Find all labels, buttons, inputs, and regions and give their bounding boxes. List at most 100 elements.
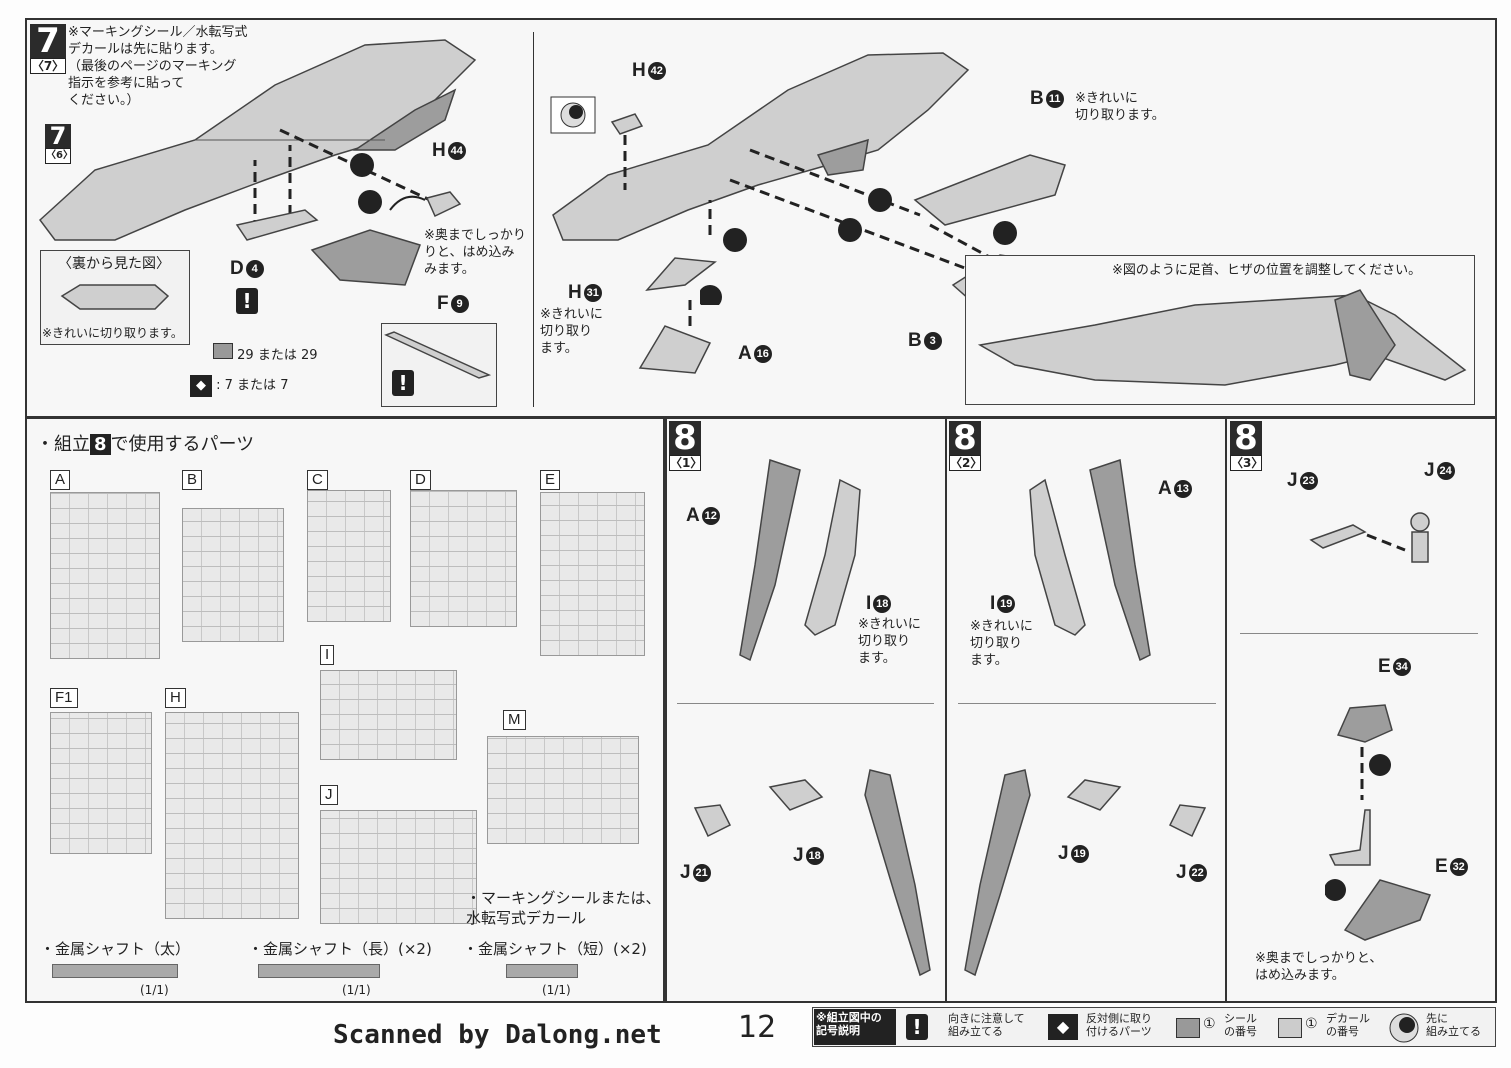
foot-assembly: [1325, 809, 1432, 941]
runner-d: [410, 490, 517, 627]
legend-text: デカール の番号: [1326, 1012, 1370, 1038]
runner-b: [182, 508, 284, 642]
runner-tag-d: D: [410, 470, 431, 490]
part-j21: [693, 804, 732, 838]
parts-title-step: 8: [90, 434, 111, 455]
ship-body-left: [38, 39, 477, 241]
part-h31: [645, 257, 717, 292]
step7-divider: [533, 32, 534, 407]
back-view-title: 〈裏から見た図〉: [58, 256, 170, 272]
part-j23: [1309, 524, 1367, 549]
step-sub: 〈7〉: [30, 58, 66, 74]
b11-note: ※きれいに 切り取ります。: [1075, 91, 1165, 123]
runner-i: [320, 670, 457, 760]
runner-j: [320, 810, 477, 924]
shaft-ratio-long: (1/1): [342, 983, 371, 997]
decal-note: ※マーキングシール／水転写式 デカールは先に貼ります。 （最後のページのマーキン…: [68, 25, 248, 108]
i19-note: ※きれいに 切り取り ます。: [970, 619, 1033, 668]
mirror-icon: ◆: [190, 375, 212, 397]
exclamation-icon-2: !: [392, 370, 414, 396]
back-view-part: [60, 284, 170, 310]
step-number: 7: [36, 21, 60, 61]
runner-c: [307, 490, 391, 622]
part-b11: [913, 154, 1066, 226]
back-view-note: ※きれいに切り取ります。: [42, 326, 183, 340]
part-f9: [310, 229, 421, 286]
first-assemble-icon: [1389, 1013, 1419, 1043]
runner-tag-i: I: [320, 645, 335, 665]
part-h42: [610, 113, 644, 135]
runner-f1: [50, 712, 152, 854]
step-sub: 〈3〉: [1230, 455, 1264, 471]
i18-note: ※きれいに 切り取り ます。: [858, 617, 921, 666]
legend-text: 先に 組み立てる: [1426, 1012, 1481, 1038]
part-j24: [1410, 512, 1430, 563]
shaft-ratio-short: (1/1): [542, 983, 571, 997]
sticker-line: 29 または 29: [213, 343, 318, 363]
runner-tag-b: B: [182, 470, 203, 490]
parts-title-suffix: で使用するパーツ: [110, 434, 255, 455]
shaft-ratio-thick: (1/1): [140, 983, 169, 997]
step-sub: 〈1〉: [669, 455, 703, 471]
e32-note: ※奥までしっかりと、 はめ込みます。: [1255, 951, 1383, 983]
f9-detail-part: [384, 331, 492, 379]
part-j19: [1066, 779, 1122, 811]
h31-note: ※きれいに 切り取り ます。: [540, 307, 603, 356]
shaft-label-short: ・金属シャフト（短）(×2): [463, 940, 647, 958]
push-note: ※奥までしっかり りと、はめ込み みます。: [424, 228, 526, 277]
runner-tag-f1: F1: [50, 688, 78, 708]
runner-h: [165, 712, 299, 919]
legs-note: ※図のように足首、ヒザの位置を調整してください。: [1112, 263, 1422, 278]
runner-tag-e: E: [540, 470, 561, 490]
step7-ref-badge: 7 〈6〉: [45, 124, 73, 164]
runner-tag-j: J: [320, 785, 338, 805]
part-i19: [1029, 478, 1086, 636]
mirror-text: : 7 または 7: [216, 378, 289, 393]
shaft-label-long: ・金属シャフト（長）(×2): [248, 940, 432, 958]
detail-divider-3: [1240, 633, 1478, 634]
sticker-icon: [1176, 1018, 1200, 1038]
lower-leg-2: [964, 769, 1031, 977]
assembly-arrow-j: [1366, 533, 1406, 552]
decal-icon: [1278, 1018, 1302, 1038]
step8-1-badge: 8 〈1〉: [669, 418, 703, 471]
step-number: 8: [673, 418, 697, 458]
legend-num: ①: [1203, 1016, 1216, 1032]
first-assemble-icon: [550, 96, 596, 134]
shaft-label-thick: ・金属シャフト（太）: [40, 940, 191, 958]
step-circle-icons-right: [700, 188, 1017, 305]
ship-body-right: [552, 52, 970, 241]
part-a16: [638, 325, 712, 374]
exclamation-icon: !: [906, 1014, 928, 1040]
part-e34: [1336, 704, 1393, 743]
part-i18: [804, 478, 861, 636]
step7-badge: 7 〈7〉: [30, 21, 66, 74]
runner-tag-m: M: [503, 710, 526, 730]
detail-divider: [677, 703, 934, 704]
part-a12: [739, 459, 801, 662]
sticker-icon: [213, 343, 233, 359]
part-h44: [425, 191, 462, 218]
assembly-arrow-e34: [1360, 747, 1391, 800]
runner-e: [540, 492, 645, 656]
part-j18: [768, 779, 824, 811]
runner-tag-a: A: [50, 470, 71, 490]
sticker-text: 29 または 29: [237, 348, 318, 363]
runner-a: [50, 492, 160, 659]
shaft-short: [506, 964, 578, 978]
scanned-by: Scanned by Dalong.net: [333, 1020, 662, 1050]
